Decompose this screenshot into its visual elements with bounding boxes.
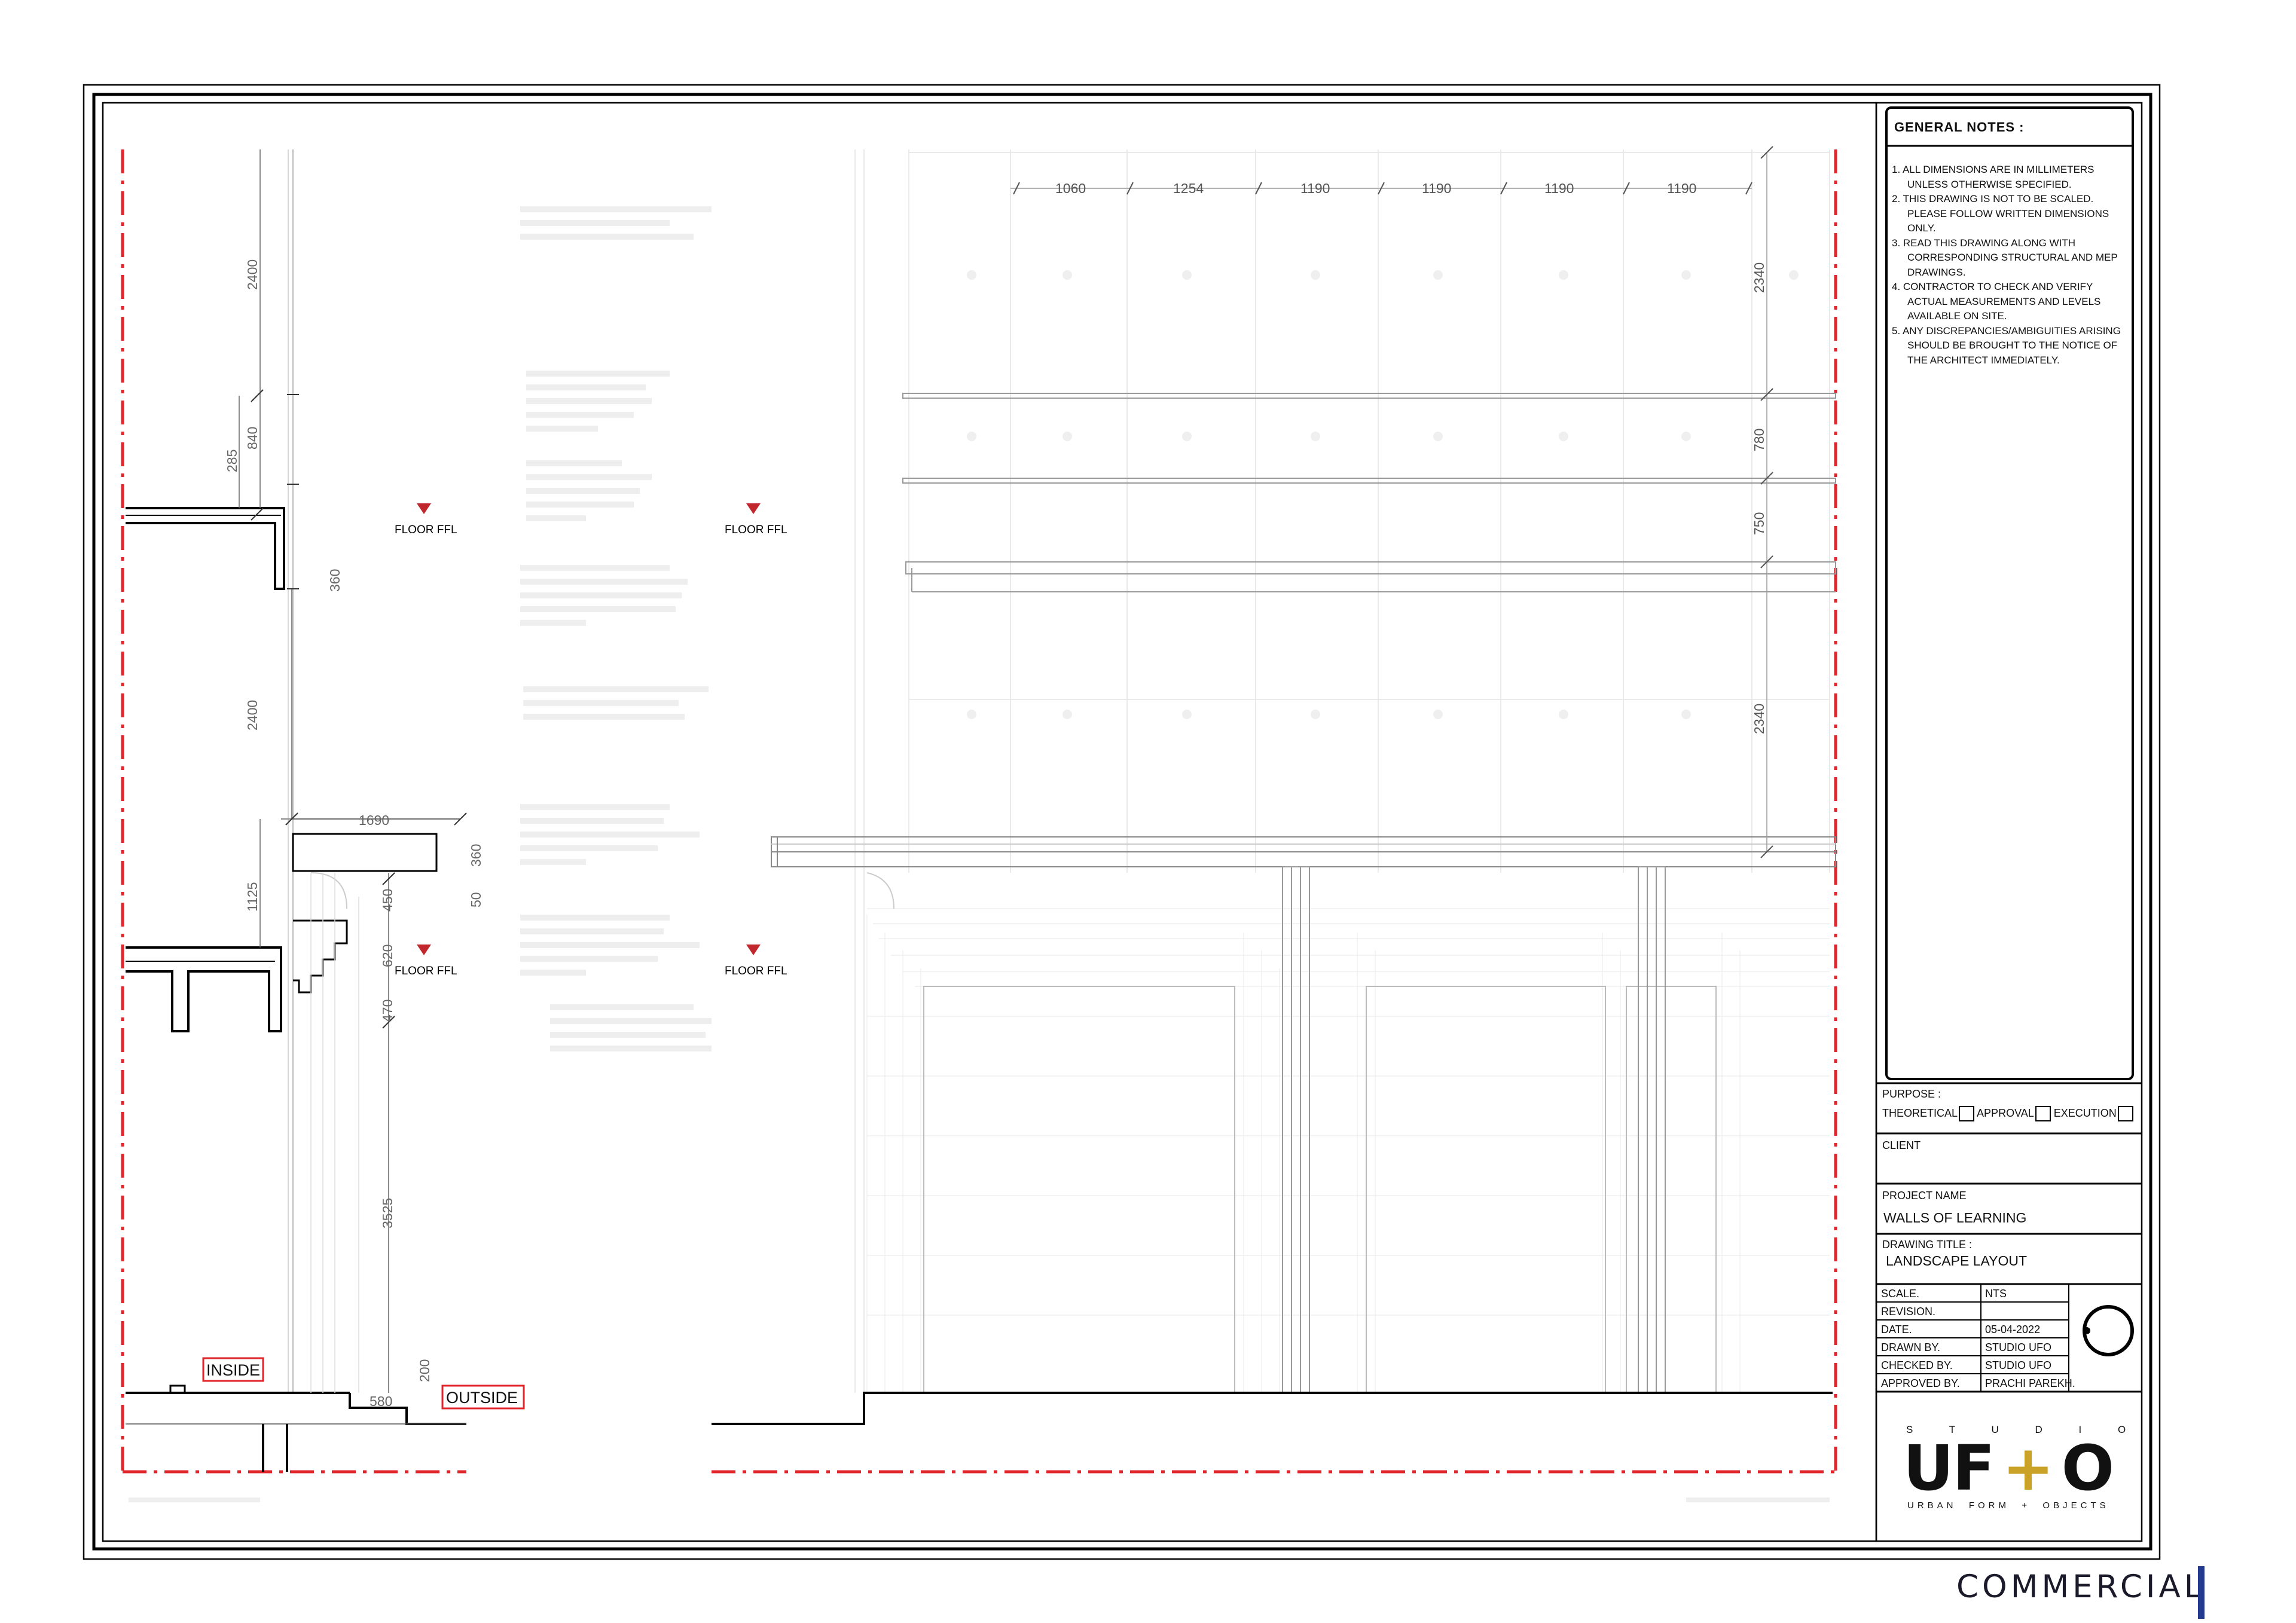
note-item: 4. CONTRACTOR TO CHECK AND VERIFY ACTUAL… — [1892, 281, 2101, 322]
purpose-theoretical-label: THEORETICAL — [1882, 1107, 1958, 1119]
dim-1690: 1690 — [359, 812, 389, 828]
inner-border — [92, 93, 2152, 1551]
purpose-execution-checkbox[interactable] — [2117, 1106, 2133, 1121]
client-label: CLIENT — [1882, 1139, 1921, 1151]
inside-tag-box — [202, 1357, 264, 1382]
outer-border — [83, 84, 2161, 1560]
general-notes-box — [1885, 106, 2134, 1080]
approved-by-value: PRACHI PAREKH. — [1985, 1377, 2075, 1389]
dim-840: 840 — [245, 427, 260, 450]
checked-by-label: CHECKED BY. — [1881, 1359, 1953, 1371]
outside-tag: OUTSIDE — [446, 1389, 518, 1407]
title-block-lines — [1876, 1082, 2142, 1393]
drawn-by-label: DRAWN BY. — [1881, 1341, 1941, 1353]
logo-studio-text: S T U D I O — [1906, 1424, 2143, 1435]
dim-50: 50 — [468, 892, 484, 907]
dim-360-upper: 360 — [327, 569, 343, 592]
ufo-logo: UF+O — [1903, 1432, 2114, 1505]
dim-1125: 1125 — [245, 882, 260, 912]
logo-uf: UF — [1903, 1432, 1995, 1505]
approved-by-label: APPROVED BY. — [1881, 1377, 1960, 1389]
dim-200: 200 — [417, 1359, 432, 1382]
purpose-approval-label: APPROVAL — [1977, 1107, 2034, 1119]
dim-3525: 3525 — [380, 1198, 395, 1228]
commercial-accent-bar — [2198, 1566, 2205, 1619]
outside-tag-box — [441, 1384, 525, 1410]
purpose-theoretical-checkbox[interactable] — [1959, 1106, 1975, 1121]
dim-450: 450 — [380, 889, 395, 912]
drawn-by-value: STUDIO UFO — [1985, 1341, 2051, 1353]
note-item: 1. ALL DIMENSIONS ARE IN MILLIMETERS UNL… — [1892, 164, 2095, 190]
commercial-label: COMMERCIAL — [1956, 1569, 2206, 1605]
elev-dim-1060: 1060 — [1055, 181, 1086, 196]
purpose-approval-checkbox[interactable] — [2035, 1106, 2051, 1121]
elevation-drawing: 1060 1254 1190 1190 1190 1190 2340 780 7… — [712, 146, 1836, 1425]
date-label: DATE. — [1881, 1324, 1912, 1335]
inside-tag: INSIDE — [206, 1361, 260, 1379]
drawing-title: LANDSCAPE LAYOUT — [1886, 1253, 2028, 1269]
logo-plus: + — [2002, 1432, 2054, 1505]
elev-dim-2340-lower: 2340 — [1751, 704, 1767, 734]
dim-2400-lower: 2400 — [245, 700, 260, 730]
scale-label: SCALE. — [1881, 1288, 1920, 1300]
dim-360-lower: 360 — [468, 844, 484, 867]
floor-ffl-label-1: FLOOR FFL — [395, 524, 457, 536]
purpose-label: PURPOSE : — [1882, 1088, 1941, 1100]
dim-285: 285 — [224, 450, 240, 472]
purpose-execution-label: EXECUTION — [2053, 1107, 2117, 1119]
note-item: 5. ANY DISCREPANCIES/AMBIGUITIES ARISING… — [1892, 325, 2121, 366]
floor-ffl-label-4: FLOOR FFL — [725, 965, 787, 977]
elev-dim-1190-a: 1190 — [1300, 181, 1330, 196]
floor-ffl-label-2: FLOOR FFL — [725, 524, 787, 536]
scale-value: NTS — [1985, 1288, 2007, 1300]
project-name-label: PROJECT NAME — [1882, 1190, 1967, 1202]
drawing-title-label: DRAWING TITLE : — [1882, 1239, 1973, 1251]
revision-label: REVISION. — [1881, 1306, 1936, 1318]
dim-580: 580 — [370, 1393, 392, 1409]
date-value: 05-04-2022 — [1985, 1324, 2041, 1335]
purpose-options: THEORETICAL APPROVAL EXECUTION — [1882, 1106, 2133, 1121]
dim-2400-upper: 2400 — [245, 259, 260, 290]
elev-dim-1190-d: 1190 — [1667, 181, 1696, 196]
project-name: WALLS OF LEARNING — [1883, 1210, 2027, 1225]
general-notes-title: GENERAL NOTES : — [1894, 120, 2025, 135]
elev-dim-750: 750 — [1751, 512, 1767, 535]
note-item: 2. THIS DRAWING IS NOT TO BE SCALED. PLE… — [1892, 193, 2109, 234]
title-block-frame — [1875, 102, 2143, 1542]
floor-ffl-label-3: FLOOR FFL — [395, 965, 457, 977]
studio-circle-logo — [2083, 1305, 2134, 1356]
logo-tagline: URBAN FORM + OBJECTS — [1907, 1500, 2109, 1511]
general-notes-list: 1. ALL DIMENSIONS ARE IN MILLIMETERS UNL… — [1892, 163, 2131, 368]
elev-dim-1190-b: 1190 — [1422, 181, 1451, 196]
section-drawing: FLOOR FFL FLOOR FFL FLOOR FFL FLOOR FFL … — [121, 149, 1837, 1502]
elev-dim-1190-c: 1190 — [1544, 181, 1574, 196]
elev-dim-780: 780 — [1751, 429, 1767, 451]
dim-470: 470 — [380, 1000, 395, 1022]
note-item: 3. READ THIS DRAWING ALONG WITH CORRESPO… — [1892, 237, 2118, 278]
elev-dim-1254: 1254 — [1173, 181, 1204, 196]
logo-o: O — [2061, 1432, 2114, 1505]
checked-by-value: STUDIO UFO — [1985, 1359, 2051, 1371]
elev-dim-2340-upper: 2340 — [1751, 262, 1767, 293]
dim-620: 620 — [380, 945, 395, 967]
